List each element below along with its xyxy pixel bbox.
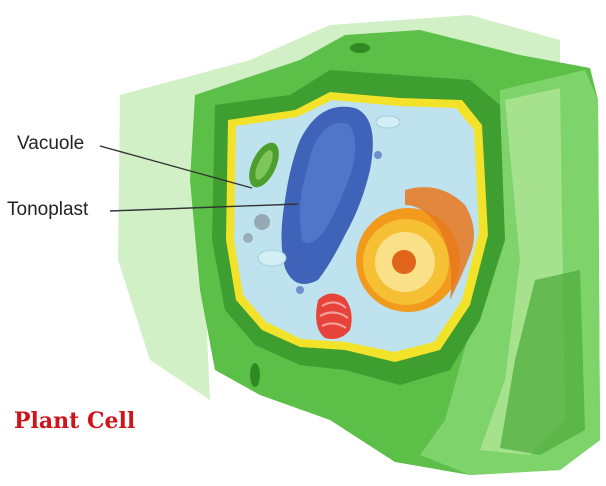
vacuole-label: Vacuole bbox=[17, 133, 84, 155]
mitochondrion-2 bbox=[376, 116, 400, 128]
plasmodesma-bottom bbox=[250, 363, 260, 387]
mitochondrion bbox=[258, 250, 286, 266]
vesicle-2 bbox=[296, 286, 304, 294]
plasmodesma-top bbox=[350, 43, 370, 53]
diagram-caption: Plant Cell bbox=[14, 408, 135, 434]
grey-vesicle bbox=[254, 214, 270, 230]
vesicle bbox=[374, 151, 382, 159]
tonoplast-label: Tonoplast bbox=[7, 199, 88, 221]
grey-vesicle-2 bbox=[243, 233, 253, 243]
nucleolus bbox=[392, 250, 416, 274]
